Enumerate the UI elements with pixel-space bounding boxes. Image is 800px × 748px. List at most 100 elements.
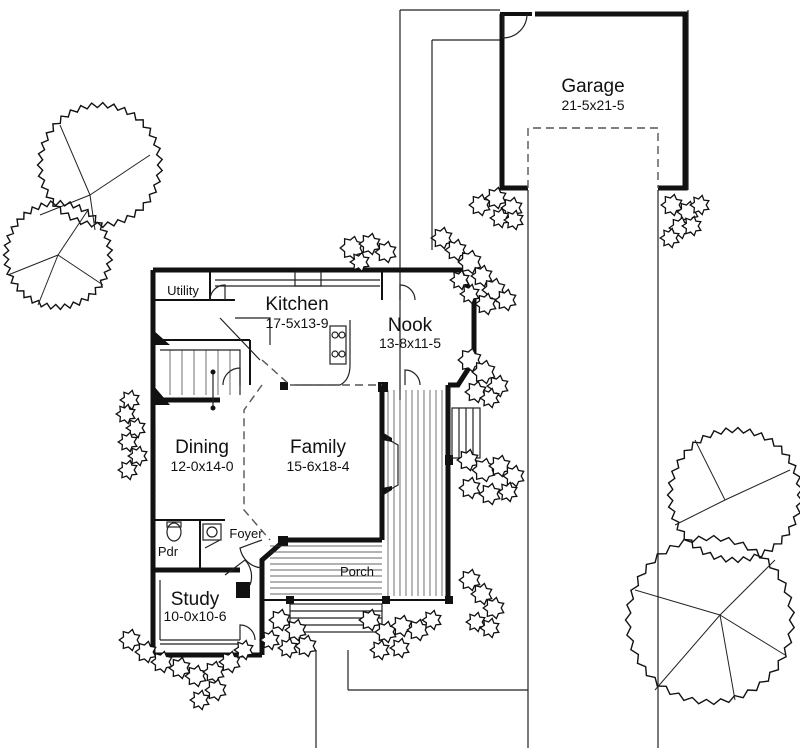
kitchen-name: Kitchen (265, 294, 328, 315)
shrub-icon (204, 678, 227, 702)
shrub-icon (118, 628, 141, 652)
shrub-icon (444, 238, 467, 262)
shrub-icon (368, 639, 390, 661)
shrub-icon (680, 215, 702, 237)
tree-branch (59, 124, 91, 196)
shrub-icon (258, 629, 280, 651)
shrub-icon (488, 454, 511, 478)
shrub-icon (448, 269, 470, 291)
doors (204, 284, 421, 641)
driveway-lines (315, 9, 689, 748)
porch-decking (270, 390, 443, 596)
shrub-icon (474, 292, 497, 316)
pdr-name: Pdr (158, 544, 179, 559)
shrub-icon (468, 193, 491, 217)
shrub-icon (188, 689, 210, 711)
shrub-icon (150, 650, 173, 674)
tree-icon (624, 534, 796, 706)
room-labels: Utility Kitchen 17-5x13-9 Nook 13-8x11-5… (158, 283, 441, 624)
shrub-icon (430, 226, 453, 250)
tree-icon (666, 426, 800, 564)
shrub-icon (168, 656, 191, 680)
family-size: 15-6x18-4 (286, 458, 349, 474)
dining-name: Dining (175, 437, 229, 458)
shrub-icon (496, 481, 518, 503)
shrub-icon (126, 445, 148, 467)
foyer-name: Foyer (229, 526, 263, 541)
shrub-icon (457, 347, 482, 373)
shrub-icon (232, 639, 254, 661)
shrub-icon (358, 608, 381, 632)
shrub-icon (348, 251, 370, 273)
shrub-icon (488, 207, 510, 229)
shrub-icon (458, 476, 481, 500)
shrub-icon (471, 457, 496, 483)
shrub-icon (390, 614, 413, 638)
shrub-icon (374, 620, 397, 644)
shrub-icon (478, 482, 501, 506)
shrub-icon (374, 240, 397, 264)
shrub-icon (388, 637, 410, 659)
shrub-icon (484, 186, 507, 210)
utility-name: Utility (167, 283, 199, 298)
tree-branch (57, 254, 104, 286)
tree-branch (89, 154, 151, 196)
shrub-icon (116, 459, 138, 481)
shrub-icon (688, 194, 710, 216)
garage-size: 21-5x21-5 (561, 97, 624, 113)
shrub-icon (660, 193, 683, 217)
fireplace (381, 432, 399, 496)
pdr-fixtures (166, 521, 222, 542)
tree-icon (36, 101, 164, 229)
shrub-icon (502, 209, 524, 231)
dashed-openings (243, 359, 382, 541)
shrub-icon (471, 359, 496, 385)
shrub-icon (478, 387, 500, 409)
porch-name: Porch (340, 564, 374, 579)
shrub-icon (478, 617, 500, 639)
tree-branch (719, 614, 736, 701)
nook-size: 13-8x11-5 (379, 335, 441, 351)
study-name: Study (171, 589, 220, 610)
shrub-icon (502, 464, 525, 488)
shrub-icon (456, 448, 479, 472)
tree-branch (719, 614, 786, 656)
tree-branch (719, 559, 776, 616)
shrub-icon (658, 227, 680, 249)
shrub-icon (218, 650, 241, 674)
shrub-icon (268, 608, 291, 632)
tree-branch (674, 499, 726, 526)
landscaping (2, 101, 800, 711)
shrub-icon (470, 582, 493, 606)
shrub-icon (358, 232, 381, 256)
tree-icon (2, 199, 114, 311)
shrub-icon (134, 640, 157, 664)
nook-name: Nook (388, 315, 433, 336)
shrub-icon (202, 660, 225, 684)
tree-branch (89, 194, 96, 231)
kitchen-counters (215, 271, 380, 386)
garage: Garage 21-5x21-5 (499, 11, 688, 191)
shrub-icon (118, 389, 140, 411)
shrub-icon (458, 568, 481, 592)
family-name: Family (290, 437, 346, 458)
tree-branch (7, 254, 59, 276)
tree-branch (654, 614, 721, 691)
shrub-icon (420, 609, 442, 631)
shrub-icon (276, 637, 298, 659)
tree-branch (694, 439, 726, 501)
shrub-icon (406, 618, 429, 642)
shrub-icon (458, 283, 480, 305)
shrub-icon (464, 611, 486, 633)
tree-branch (57, 209, 89, 256)
garage-name: Garage (561, 76, 624, 97)
tree-branch (724, 469, 791, 501)
shrub-icon (482, 596, 505, 620)
windows (154, 430, 240, 645)
tree-branch (634, 589, 721, 616)
dining-size: 12-0x14-0 (170, 458, 233, 474)
wall-corners (153, 330, 453, 604)
kitchen-size: 17-5x13-9 (265, 315, 328, 331)
tree-branch (37, 254, 59, 306)
